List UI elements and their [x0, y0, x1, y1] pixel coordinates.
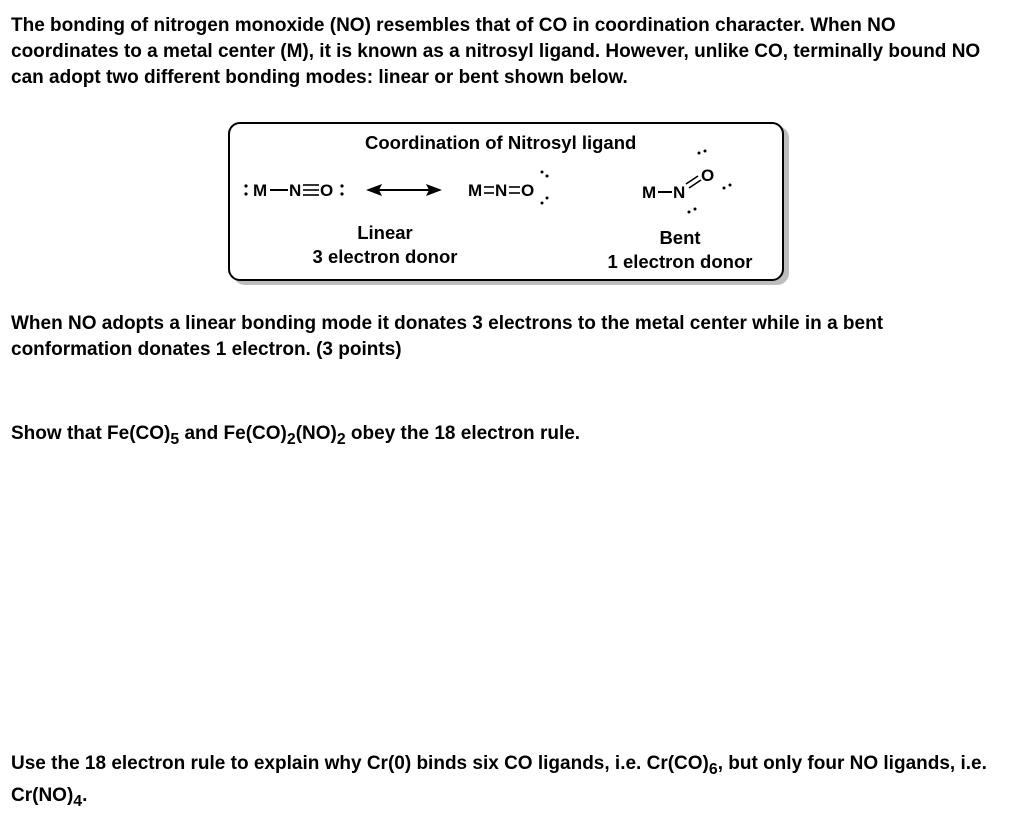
double-bond-line [688, 179, 702, 189]
nitrosyl-coordination-figure: Coordination of Nitrosyl ligand M N O M [228, 122, 784, 281]
lone-pair-dot [340, 184, 344, 188]
atom-nitrogen: N [495, 181, 507, 200]
atom-oxygen: O [521, 181, 534, 200]
lone-pair-dot [693, 207, 697, 211]
subscript: 5 [170, 430, 180, 448]
lone-pair-dot [244, 192, 248, 196]
lone-pair-dot [703, 149, 707, 153]
question-text: . [82, 784, 88, 806]
question-text: and Fe(CO) [179, 423, 287, 444]
linear-donor-label: 3 electron donor [313, 246, 458, 267]
linear-bent-paragraph: When NO adopts a linear bonding mode it … [11, 313, 884, 360]
atom-nitrogen: N [673, 183, 685, 202]
subscript: 4 [73, 792, 83, 810]
question-text: (NO) [295, 423, 337, 444]
lone-pair-dot [545, 174, 549, 178]
resonance-arrow [366, 184, 442, 196]
atom-metal: M [253, 181, 267, 200]
subscript: 2 [336, 430, 346, 448]
lone-pair-dot [697, 151, 701, 155]
lone-pair-dot [545, 196, 549, 200]
question-chromium-ligands: Use the 18 electron rule to explain why … [11, 751, 1001, 815]
lone-pair-dot [728, 183, 732, 187]
subscript: 2 [286, 430, 296, 448]
question-18-electron-rule: Show that Fe(CO)5 and Fe(CO)2(NO)2 obey … [11, 421, 1001, 453]
bent-label: Bent [659, 227, 700, 248]
subscript: 6 [708, 760, 718, 778]
intro-paragraph: The bonding of nitrogen monoxide (NO) re… [11, 15, 981, 88]
atom-oxygen: O [320, 181, 333, 200]
lone-pair-dot [340, 192, 344, 196]
atom-metal: M [468, 181, 482, 200]
lone-pair-dot [722, 186, 726, 190]
nitrosyl-structures-drawing: Coordination of Nitrosyl ligand M N O M [244, 132, 753, 272]
lone-pair-dot [540, 170, 544, 174]
bent-donor-label: 1 electron donor [608, 251, 753, 272]
atom-oxygen: O [701, 166, 714, 185]
question-text: obey the 18 electron rule. [345, 423, 581, 444]
lone-pair-dot [687, 210, 691, 214]
bent-structure: M N O [642, 149, 732, 214]
question-text: , but only four NO ligands, i.e. Cr(NO) [11, 753, 987, 806]
linear-label: Linear [357, 222, 413, 243]
figure-title: Coordination of Nitrosyl ligand [365, 132, 636, 153]
question-text: Use the 18 electron rule to explain why … [11, 753, 709, 774]
atom-nitrogen: N [289, 181, 301, 200]
linear-structure-double-bonds: M N O [468, 170, 549, 205]
linear-structure-triple-bond: M N O [244, 181, 344, 200]
double-bond-line [685, 175, 699, 185]
lone-pair-dot [244, 184, 248, 188]
lone-pair-dot [540, 201, 544, 205]
atom-metal: M [642, 183, 656, 202]
question-text: Show that Fe(CO) [11, 423, 171, 444]
